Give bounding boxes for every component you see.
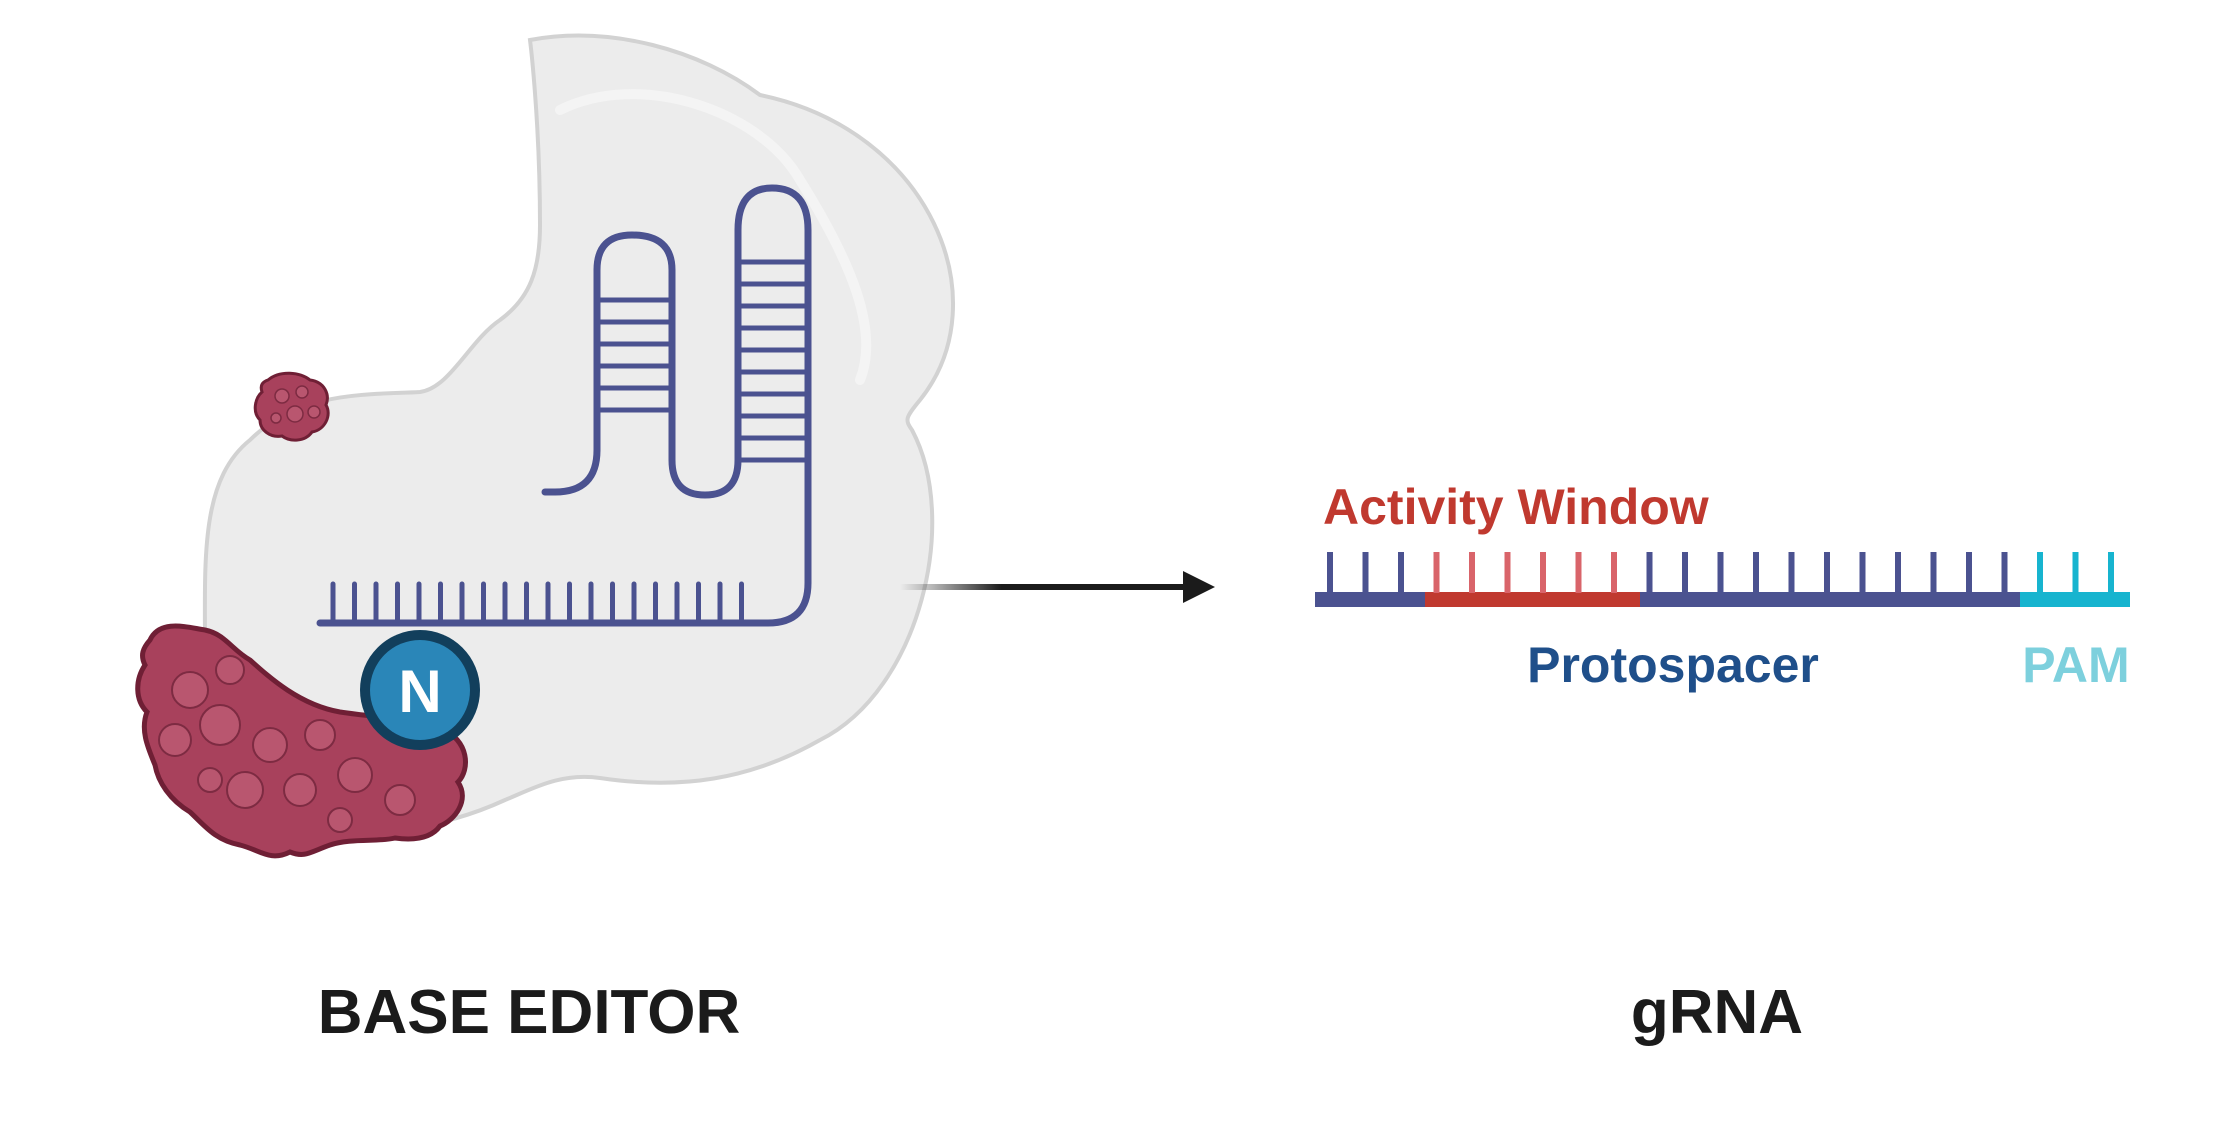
right-arrow-icon xyxy=(900,571,1215,603)
grna-schematic: Activity Window Protospacer PAM xyxy=(1315,479,2130,693)
cas-protein-highlight xyxy=(555,89,872,385)
protospacer-strand xyxy=(1640,592,2020,607)
cas-protein-shape xyxy=(201,33,955,835)
pam-strand xyxy=(2020,592,2130,607)
texture-dot xyxy=(283,773,317,807)
texture-dot xyxy=(226,771,264,809)
grna-strand-left xyxy=(1315,592,1425,607)
deaminase-protein-icon xyxy=(135,623,468,859)
grna-ticks xyxy=(1327,552,2114,593)
nickase-badge-icon: N xyxy=(360,630,480,750)
activity-window-strand xyxy=(1425,592,1640,607)
texture-dot xyxy=(384,784,416,816)
texture-dot xyxy=(215,655,245,685)
texture-dot xyxy=(252,727,288,763)
protospacer-label: Protospacer xyxy=(1527,637,1819,693)
texture-dot xyxy=(304,719,336,751)
pam-label: PAM xyxy=(2022,637,2129,693)
hairpin-2-rungs xyxy=(735,259,811,463)
texture-dot xyxy=(337,757,373,793)
activity-window-label: Activity Window xyxy=(1323,479,1709,535)
base-editor-title: BASE EDITOR xyxy=(318,978,741,1047)
grna-title: gRNA xyxy=(1631,978,1803,1047)
sgrna-hairpin-icon xyxy=(316,184,812,627)
small-protein-blob-icon xyxy=(253,371,330,442)
hairpin-1-rungs xyxy=(594,297,675,413)
grna-backbone xyxy=(316,184,812,627)
texture-dot xyxy=(327,807,353,833)
texture-dot xyxy=(199,704,241,746)
base-editor-body xyxy=(201,33,955,835)
texture-dot xyxy=(171,671,209,709)
spacer-teeth xyxy=(330,581,744,623)
deaminase-blob xyxy=(135,623,468,859)
texture-dot xyxy=(197,767,223,793)
texture-dot xyxy=(158,723,192,757)
nickase-badge-label: N xyxy=(398,658,441,725)
